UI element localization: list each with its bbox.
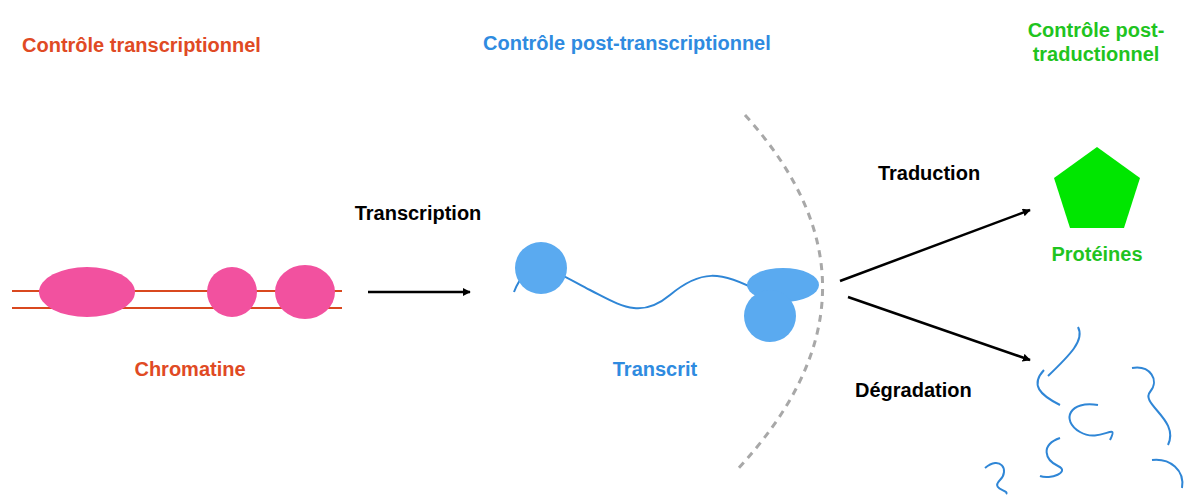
- nucleosome: [207, 267, 257, 317]
- rna-fragment: [985, 463, 1007, 494]
- node-label: Transcrit: [613, 357, 697, 381]
- protein-pentagon: [1054, 147, 1140, 228]
- rna-fragment: [1040, 438, 1062, 477]
- rna-fragment: [1070, 404, 1113, 440]
- edge-label: Transcription: [355, 201, 482, 225]
- degradation-arrow: [848, 297, 1030, 360]
- process-arrow: [840, 210, 1030, 281]
- nucleosome: [275, 265, 335, 319]
- diagram-node: Transcrit: [470, 235, 840, 385]
- rna-fragment: [1037, 370, 1060, 405]
- rna-fragment: [1048, 327, 1080, 376]
- edge-label: Traduction: [878, 161, 980, 185]
- diagram-node: Chromatine: [12, 255, 368, 385]
- section-heading: Contrôle post-traductionnel: [1016, 18, 1176, 66]
- node-label: Chromatine: [134, 357, 245, 381]
- node-label: Protéines: [1051, 242, 1142, 266]
- diagram-node: Protéines: [1030, 140, 1164, 270]
- rna-fragment: [1132, 368, 1170, 445]
- section-heading: Contrôle post-transcriptionnel: [483, 31, 771, 55]
- process-label: Dégradation: [855, 378, 972, 402]
- process-arrow: [368, 291, 470, 294]
- nucleosome: [39, 267, 135, 317]
- nuclear-membrane: [735, 115, 823, 472]
- rna-fragment: [1152, 460, 1182, 488]
- cap-protein: [515, 242, 567, 294]
- section-heading: Contrôle transcriptionnel: [22, 33, 261, 57]
- ribosome-subunit: [744, 290, 796, 342]
